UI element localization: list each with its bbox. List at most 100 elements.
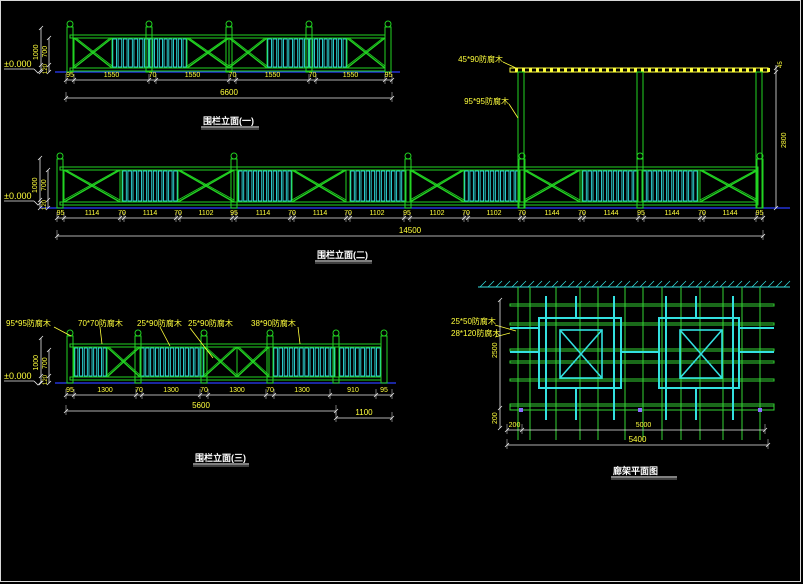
segment-dim-label: 910: [347, 387, 359, 394]
post-cap: [230, 152, 238, 160]
leader-line: [159, 326, 171, 347]
leader-line: [189, 327, 214, 359]
pergola-joist: [634, 68, 637, 72]
baluster: [182, 38, 187, 68]
height-dim-label: 700: [41, 179, 48, 191]
baluster: [474, 170, 479, 202]
cross-brace: [523, 169, 579, 201]
cross-brace: [228, 37, 268, 69]
pergola-joist: [522, 68, 525, 72]
baluster: [287, 170, 292, 202]
cross-brace: [73, 37, 113, 69]
wall-hatch: [655, 280, 663, 288]
baluster: [79, 347, 84, 377]
baluster: [355, 170, 360, 202]
post-body: [56, 158, 64, 209]
wall-hatch: [727, 280, 735, 288]
cross-brace: [177, 169, 233, 201]
baluster: [355, 347, 360, 377]
segment-dim-label: 1102: [429, 210, 444, 217]
pergola-joist: [648, 68, 651, 72]
dim-tick: [38, 69, 44, 75]
elevation3-title: 围栏立面(三): [193, 452, 249, 467]
baluster: [318, 38, 323, 68]
segment-dim-label: 1300: [97, 387, 113, 394]
leader-line: [508, 103, 519, 119]
baluster-panel-frame: [139, 346, 205, 378]
pergola-joist: [662, 68, 665, 72]
baluster: [179, 347, 184, 377]
height-dim-label: 1000: [33, 355, 40, 371]
plan-cross: [679, 329, 723, 379]
baluster: [607, 170, 613, 202]
pergola-joist: [753, 68, 756, 72]
plan-joist: [509, 348, 775, 352]
baluster: [592, 170, 597, 202]
plan-joist: [509, 322, 775, 326]
baluster: [319, 347, 325, 377]
baluster-panel-frame: [73, 346, 108, 378]
baluster: [337, 38, 342, 68]
cross-brace: [230, 37, 268, 67]
cross-panel: [63, 169, 121, 203]
wall-hatch: [639, 280, 647, 288]
cross-brace: [409, 169, 465, 203]
pergola-dim-label: 2800: [781, 132, 788, 148]
cross-brace: [348, 37, 386, 67]
segment-dim-label: 70: [578, 210, 586, 217]
post-cap: [56, 152, 64, 160]
fence-post: [266, 329, 274, 384]
fence-post: [200, 329, 208, 384]
dim-tick: [37, 155, 43, 161]
cross-brace: [205, 346, 238, 376]
baluster: [157, 170, 163, 202]
baluster-panel: [463, 169, 521, 203]
baluster: [282, 170, 287, 202]
total-dim-label: 5400: [629, 435, 647, 444]
baluster: [360, 347, 365, 377]
total-dimension: 5600: [63, 401, 339, 415]
segment-dim-label: 95: [57, 210, 65, 217]
cross-brace: [293, 169, 347, 201]
segment-dim-label: 70: [309, 72, 317, 79]
baluster: [333, 38, 338, 68]
baluster: [293, 38, 299, 68]
wall-hatch: [783, 280, 791, 288]
pergola-joist: [690, 68, 693, 72]
wall-hatch: [487, 280, 495, 288]
cross-panel: [236, 346, 270, 378]
baluster: [647, 170, 652, 202]
material-label: 70*70防腐木: [78, 318, 123, 328]
baluster: [194, 347, 199, 377]
baluster: [365, 170, 371, 202]
baluster: [283, 347, 289, 377]
cross-panel-frame: [236, 346, 270, 378]
pergola-joist: [550, 68, 553, 72]
baluster: [309, 38, 314, 68]
baluster-panel: [641, 169, 699, 203]
baluster: [163, 170, 168, 202]
leader-line: [99, 326, 103, 345]
title-text: 围栏立面(一): [203, 115, 254, 126]
cross-brace: [525, 169, 581, 201]
baluster: [128, 38, 133, 68]
level-label: ±0.000: [4, 59, 31, 69]
baluster: [494, 170, 500, 202]
cross-brace: [177, 169, 235, 203]
baluster: [278, 347, 283, 377]
plan-dim-label: 200: [492, 412, 499, 424]
baluster-panel: [73, 346, 108, 378]
segment-dim-label: 1144: [544, 210, 559, 217]
wall-hatch: [687, 280, 695, 288]
baluster-panel-frame: [237, 169, 293, 203]
baluster: [177, 38, 182, 68]
baluster: [309, 347, 314, 377]
baluster: [325, 347, 330, 377]
baluster: [391, 170, 396, 202]
baluster: [132, 170, 137, 202]
leader-line: [53, 326, 72, 337]
